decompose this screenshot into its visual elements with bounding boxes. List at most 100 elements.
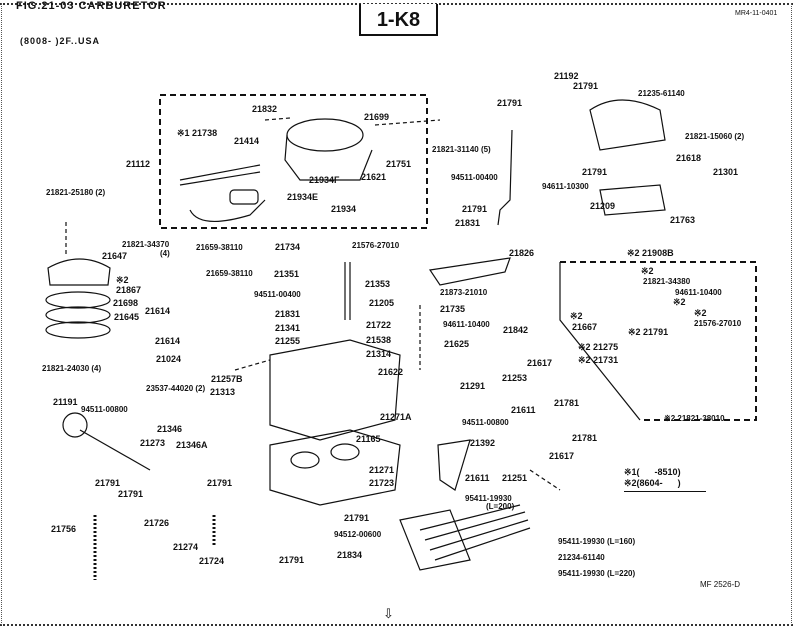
part-label-21647[interactable]: 21647 — [102, 251, 128, 261]
part-label-94511-00800-a[interactable]: 94511-00800 — [81, 405, 128, 414]
part-label-21576-27010-b-note[interactable]: ※2 — [694, 308, 707, 318]
part-label-21271[interactable]: 21271 — [369, 465, 395, 475]
part-label-95411-19930-a-length[interactable]: (L=200) — [486, 502, 515, 511]
part-label-21831-mid[interactable]: 21831 — [275, 309, 301, 319]
part-label-21617-b[interactable]: 21617 — [549, 451, 575, 461]
part-label-95411-19930-c[interactable]: 95411-19930 (L=220) — [558, 569, 636, 578]
part-label-21908B[interactable]: ※2 21908B — [627, 248, 674, 258]
part-label-21165[interactable]: 21165 — [356, 434, 381, 444]
part-label-21112[interactable]: 21112 — [126, 159, 151, 169]
part-label-21314[interactable]: 21314 — [366, 349, 392, 359]
part-label-21781-b[interactable]: 21781 — [572, 433, 598, 443]
part-label-21191[interactable]: 21191 — [53, 397, 78, 407]
part-label-21024[interactable]: 21024 — [156, 354, 182, 364]
part-label-21274[interactable]: 21274 — [173, 542, 199, 552]
part-label-21275[interactable]: ※2 21275 — [578, 342, 619, 352]
part-label-21234-61140[interactable]: 21234-61140 — [558, 553, 605, 562]
part-label-21821-34380-note[interactable]: ※2 — [641, 266, 654, 276]
part-label-21235-61140[interactable]: 21235-61140 — [638, 89, 685, 98]
part-label-94511-00400-mid[interactable]: 94511-00400 — [254, 290, 301, 299]
part-label-21821-38010[interactable]: ※2 21821-38010 — [664, 414, 725, 423]
part-label-21209[interactable]: 21209 — [590, 201, 616, 211]
part-label-21821-34380[interactable]: 21821-34380 — [643, 277, 691, 286]
part-label-21751[interactable]: 21751 — [386, 159, 412, 169]
part-label-95411-19930-b[interactable]: 95411-19930 (L=160) — [558, 537, 636, 546]
part-label-94511-00800-b[interactable]: 94511-00800 — [462, 418, 509, 427]
part-label-21659-38110-b[interactable]: 21659-38110 — [206, 269, 253, 278]
part-label-21622[interactable]: 21622 — [378, 367, 404, 377]
part-label-21257B[interactable]: 21257B — [211, 374, 243, 384]
part-label-94611-10300[interactable]: 94611-10300 — [542, 182, 589, 191]
part-label-21667[interactable]: 21667 — [572, 322, 598, 332]
part-label-21205[interactable]: 21205 — [369, 298, 395, 308]
part-label-21301[interactable]: 21301 — [713, 167, 739, 177]
part-label-21821-31140[interactable]: 21821-31140 (5) — [432, 145, 491, 154]
part-label-21834[interactable]: 21834 — [337, 550, 363, 560]
part-label-94611-10400-a[interactable]: 94611-10400 — [443, 320, 490, 329]
part-label-21791-bottom[interactable]: 21791 — [279, 555, 305, 565]
part-label-21351[interactable]: 21351 — [274, 269, 300, 279]
part-label-21791-lower[interactable]: 21791 — [582, 167, 608, 177]
part-label-21791-base[interactable]: 21791 — [344, 513, 370, 523]
part-label-21831-top[interactable]: 21831 — [455, 218, 481, 228]
part-label-21821-24030[interactable]: 21821-24030 (4) — [42, 364, 102, 373]
part-label-21614-a[interactable]: 21614 — [145, 306, 171, 316]
part-label-21313[interactable]: 21313 — [210, 387, 236, 397]
part-label-21192[interactable]: 21192 — [554, 71, 579, 81]
part-label-94611-10400-b-note[interactable]: ※2 — [673, 297, 686, 307]
part-label-21617-a[interactable]: 21617 — [527, 358, 553, 368]
part-label-21611-a[interactable]: 21611 — [511, 405, 536, 415]
part-label-21346[interactable]: 21346 — [157, 424, 183, 434]
part-label-94611-10400-b[interactable]: 94611-10400 — [675, 288, 722, 297]
part-label-21353[interactable]: 21353 — [365, 279, 391, 289]
part-label-21392[interactable]: 21392 — [470, 438, 496, 448]
part-label-21723[interactable]: 21723 — [369, 478, 395, 488]
part-label-21934E[interactable]: 21934E — [287, 192, 319, 202]
part-label-21271A[interactable]: 21271A — [380, 412, 412, 422]
part-label-21614-b[interactable]: 21614 — [155, 336, 181, 346]
part-label-21763[interactable]: 21763 — [670, 215, 696, 225]
part-label-21821-34370-qty[interactable]: (4) — [160, 249, 170, 258]
part-label-21934F[interactable]: 21934F — [309, 175, 340, 185]
part-label-21726[interactable]: 21726 — [144, 518, 170, 528]
part-label-21255[interactable]: 21255 — [275, 336, 301, 346]
part-label-21873-21010[interactable]: 21873-21010 — [440, 288, 488, 297]
part-label-21611-b[interactable]: 21611 — [465, 473, 490, 483]
part-label-21832[interactable]: 21832 — [252, 104, 278, 114]
part-label-21621[interactable]: 21621 — [361, 172, 387, 182]
part-label-21698[interactable]: 21698 — [113, 298, 139, 308]
part-label-21414[interactable]: 21414 — [234, 136, 260, 146]
part-label-21722[interactable]: 21722 — [366, 320, 392, 330]
part-label-21791-star[interactable]: ※2 21791 — [628, 327, 669, 337]
part-label-21756[interactable]: 21756 — [51, 524, 77, 534]
part-label-21576-27010-b[interactable]: 21576-27010 — [694, 319, 742, 328]
part-label-21731[interactable]: ※2 21731 — [578, 355, 619, 365]
part-label-21867[interactable]: ※2 21867 — [116, 275, 142, 295]
part-label-21251[interactable]: 21251 — [502, 473, 528, 483]
part-label-21645[interactable]: 21645 — [114, 312, 140, 322]
part-label-21821-15060[interactable]: 21821-15060 (2) — [685, 132, 745, 141]
part-label-21791-choke[interactable]: 21791 — [573, 81, 599, 91]
part-label-21826[interactable]: 21826 — [509, 248, 535, 258]
part-label-21842[interactable]: 21842 — [503, 325, 529, 335]
part-label-95411-19930-a[interactable]: 95411-19930 — [465, 494, 512, 503]
part-label-94511-00400-top[interactable]: 94511-00400 — [451, 173, 498, 182]
part-label-21734[interactable]: 21734 — [275, 242, 301, 252]
part-label-21934[interactable]: 21934 — [331, 204, 357, 214]
part-label-21253[interactable]: 21253 — [502, 373, 528, 383]
part-label-21791-lever-b[interactable]: 21791 — [118, 489, 144, 499]
part-label-21821-25180[interactable]: 21821-25180 (2) — [46, 188, 106, 197]
part-label-94512-00600[interactable]: 94512-00600 — [334, 530, 382, 539]
part-label-21576-27010-a[interactable]: 21576-27010 — [352, 241, 400, 250]
part-label-21538[interactable]: 21538 — [366, 335, 392, 345]
part-label-21781-a[interactable]: 21781 — [554, 398, 580, 408]
next-page-arrow-icon[interactable]: ⇩ — [383, 606, 394, 621]
part-label-21291[interactable]: 21291 — [460, 381, 486, 391]
part-label-21273[interactable]: 21273 — [140, 438, 166, 448]
part-label-21667-note[interactable]: ※2 — [570, 311, 583, 321]
part-label-21791-link[interactable]: 21791 — [207, 478, 233, 488]
part-label-21341[interactable]: 21341 — [275, 323, 301, 333]
part-label-21791-lever-a[interactable]: 21791 — [95, 478, 121, 488]
part-label-21724[interactable]: 21724 — [199, 556, 225, 566]
part-label-21791-rod[interactable]: 21791 — [497, 98, 523, 108]
